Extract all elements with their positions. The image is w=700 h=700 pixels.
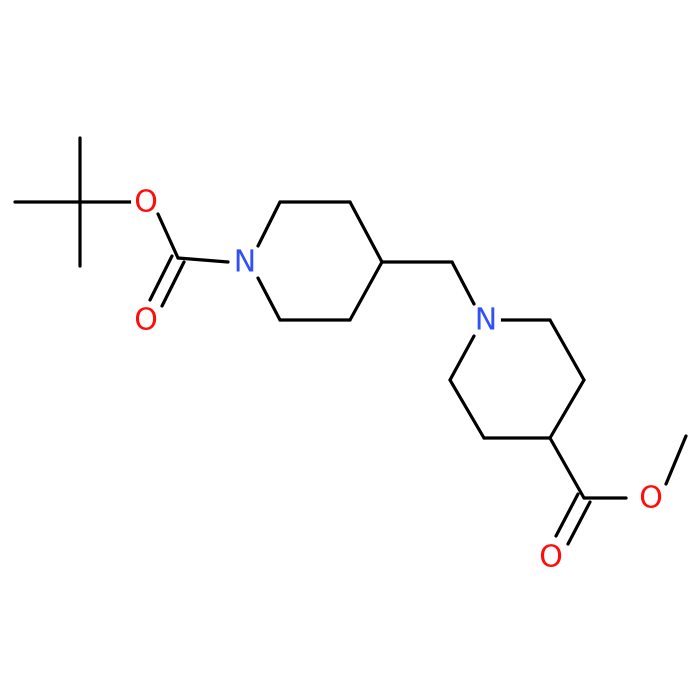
atom-symbol: N (475, 303, 497, 338)
bond-carbonyl-n (176, 256, 230, 264)
bond-ring1-n-ctop (256, 200, 282, 248)
atom-o-ester-methyl: O (636, 481, 666, 516)
atom-symbol: O (539, 540, 563, 575)
atom-symbol: O (639, 481, 663, 516)
bond-carbonyl-double-2 (160, 260, 186, 308)
atom-labels: O O N N O O (131, 185, 666, 575)
bond-ester-double-1 (554, 492, 580, 538)
atom-o-ester-boc: O (131, 185, 161, 220)
bond-ester-o-methyl (664, 434, 688, 486)
atom-label-background (636, 483, 666, 513)
bond-carbonyl-double-1 (148, 254, 174, 302)
bond-ring2-c-c4 (548, 378, 586, 440)
bond-methylene-n (450, 260, 476, 306)
bonds (13, 136, 688, 546)
atom-n-ring-second: N (471, 303, 501, 338)
bond-ester-o-carbonyl-c (156, 212, 180, 260)
atom-label-background (471, 305, 501, 335)
bond-ring2-c-cleft (448, 378, 486, 440)
atom-label-background (536, 542, 566, 572)
atom-o-carbonyl-methyl: O (536, 540, 566, 575)
bond-ring1-c4-cbot (348, 260, 384, 322)
atom-label-background (230, 247, 260, 277)
atom-symbol: O (134, 185, 158, 220)
atom-o-carbonyl-boc: O (131, 303, 161, 338)
bond-ring2-cleft-n (448, 334, 476, 382)
atom-n-ring-boc: N (230, 245, 260, 280)
bond-c4-ester-c (548, 436, 586, 500)
bond-ring1-c-n (256, 276, 282, 322)
atom-symbol: O (134, 303, 158, 338)
bond-ring1-c-c4 (348, 200, 384, 264)
atom-label-background (131, 187, 161, 217)
atom-label-background (131, 305, 161, 335)
bond-ring2-cright-c (548, 318, 586, 382)
bond-ester-double-2 (566, 500, 592, 546)
atom-symbol: N (234, 245, 256, 280)
